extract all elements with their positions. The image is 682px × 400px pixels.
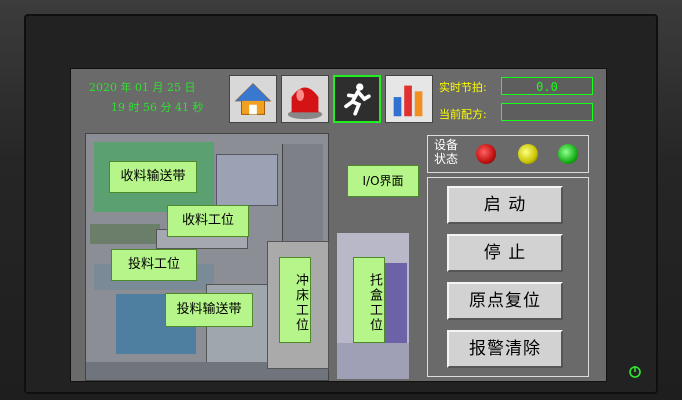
- red-status-lamp: [476, 144, 496, 164]
- tray-station-tag[interactable]: 托盒工位: [353, 257, 385, 343]
- press-station-tag[interactable]: 冲床工位: [279, 257, 311, 343]
- running-man-icon[interactable]: [333, 75, 381, 123]
- cycle-time-field: 0.0: [501, 77, 593, 95]
- power-icon: [628, 364, 642, 378]
- cycle-time-label: 实时节拍:: [439, 81, 487, 94]
- home-reset-button[interactable]: 原点复位: [447, 282, 563, 320]
- hmi-screen: 2020 年 01 月 25 日 19 时 56 分 41 秒: [70, 68, 607, 382]
- yellow-status-lamp: [518, 144, 538, 164]
- bar-chart-icon[interactable]: [385, 75, 433, 123]
- alarm-clear-button[interactable]: 报警清除: [447, 330, 563, 368]
- input-conveyor-tag[interactable]: 投料输送带: [165, 293, 253, 327]
- recipe-field: [501, 103, 593, 121]
- home-icon[interactable]: [229, 75, 277, 123]
- green-status-lamp: [558, 144, 578, 164]
- date-display: 2020 年 01 月 25 日: [89, 81, 196, 94]
- recipe-label: 当前配方:: [439, 108, 487, 121]
- input-station-tag[interactable]: 投料工位: [111, 249, 197, 281]
- device-status-label: 设备 状态: [434, 138, 459, 166]
- start-button[interactable]: 启 动: [447, 186, 563, 224]
- device-status-panel: 设备 状态: [427, 135, 589, 173]
- stop-button[interactable]: 停 止: [447, 234, 563, 272]
- control-button-panel: 启 动 停 止 原点复位 报警清除: [427, 177, 589, 377]
- alarm-light-icon[interactable]: [281, 75, 329, 123]
- output-conveyor-tag[interactable]: 收料输送带: [109, 161, 197, 193]
- output-station-tag[interactable]: 收料工位: [167, 205, 249, 237]
- time-display: 19 时 56 分 41 秒: [111, 101, 204, 114]
- io-screen-button[interactable]: I/O界面: [347, 165, 419, 197]
